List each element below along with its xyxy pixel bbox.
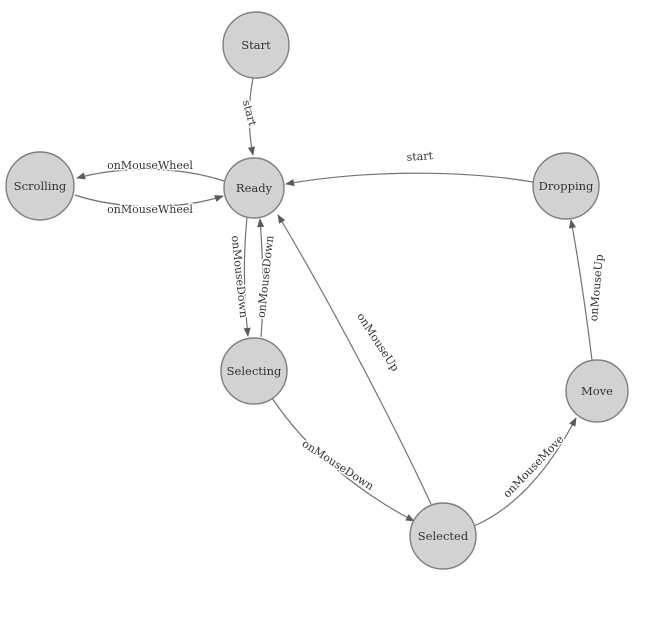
- transition-edge-selecting-selected: [271, 397, 415, 522]
- edges-layer: start onMouseWheel onMouseWheel onMouseDown…: [74, 77, 607, 527]
- state-circle-ready[interactable]: [223, 157, 285, 219]
- transition-label-scrolling-ready: onMouseWheel: [107, 203, 193, 216]
- transition-edge-selected-ready: [277, 214, 432, 505]
- transition-edge-selecting-ready: [257, 218, 265, 338]
- state-circle-selecting[interactable]: [220, 337, 288, 405]
- transition-edge-dropping-ready: [285, 172, 534, 187]
- transition-edge-move-dropping: [568, 219, 593, 361]
- transition-edge-ready-selecting: [243, 216, 251, 337]
- state-node-move[interactable]: Move: [565, 359, 629, 423]
- transition-label-selecting-ready: onMouseDown: [255, 235, 277, 319]
- state-circle-dropping[interactable]: [532, 152, 600, 220]
- state-circle-start[interactable]: [222, 11, 290, 79]
- state-node-selected[interactable]: Selected: [409, 502, 477, 570]
- transition-label-start-ready: start: [240, 99, 260, 128]
- state-node-ready[interactable]: Ready: [223, 157, 285, 219]
- state-node-scrolling[interactable]: Scrolling: [5, 151, 75, 221]
- transition-label-dropping-ready: start: [406, 149, 434, 164]
- transition-label-ready-scrolling: onMouseWheel: [107, 159, 193, 172]
- transition-edge-ready-scrolling: [76, 168, 225, 182]
- transition-label-selected-move: onMouseMove: [501, 433, 567, 501]
- state-circle-scrolling[interactable]: [5, 151, 75, 221]
- state-node-start[interactable]: Start: [222, 11, 290, 79]
- transition-edge-scrolling-ready: [74, 194, 224, 207]
- state-circle-selected[interactable]: [409, 502, 477, 570]
- transition-edge-start-ready: [247, 77, 255, 156]
- transition-edge-selected-move: [473, 417, 577, 527]
- state-circle-move[interactable]: [565, 359, 629, 423]
- transition-label-selecting-selected: onMouseDown: [300, 437, 377, 493]
- transition-label-ready-selecting: onMouseDown: [229, 235, 251, 319]
- state-node-selecting[interactable]: Selecting: [220, 337, 288, 405]
- transition-label-move-dropping: onMouseUp: [587, 254, 606, 322]
- state-node-dropping[interactable]: Dropping: [532, 152, 600, 220]
